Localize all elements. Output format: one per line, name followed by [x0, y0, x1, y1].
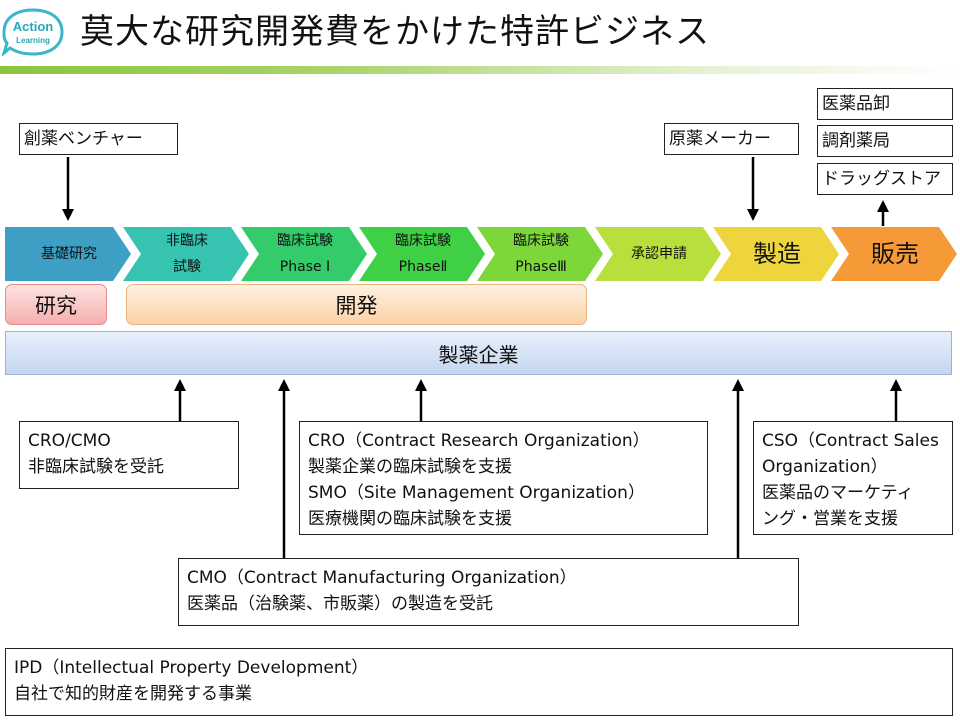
cso-title-1: CSO（Contract Sales — [762, 431, 939, 451]
smo-desc: 医療機関の臨床試験を支援 — [308, 509, 512, 529]
cro-cmo-box: CRO/CMO 非臨床試験を受託 — [19, 421, 239, 489]
cro-cmo-title: CRO/CMO — [28, 431, 111, 451]
cro-smo-box: CRO（Contract Research Organization） 製薬企業… — [299, 421, 708, 535]
drugstore-box: ドラッグストア — [817, 163, 953, 195]
pharmacy-box: 調剤薬局 — [817, 125, 953, 157]
cro-title: CRO（Contract Research Organization） — [308, 431, 650, 451]
cso-title-2: Organization） — [762, 457, 888, 477]
stage-label: 承認申請 — [631, 246, 687, 262]
stage-sales: 販売 — [848, 226, 942, 282]
logo-text-action: Action — [13, 19, 54, 34]
cso-desc-2: ング・営業を支援 — [762, 509, 898, 529]
cso-desc-1: 医薬品のマーケティ — [762, 483, 914, 503]
cmo-box: CMO（Contract Manufacturing Organization）… — [178, 558, 799, 626]
page-title: 莫大な研究開発費をかけた特許ビジネス — [80, 12, 710, 52]
stage-chevron — [477, 227, 603, 281]
stage-label: Phase Ⅰ — [279, 259, 331, 275]
action-learning-logo: Action Learning — [2, 8, 64, 56]
stage-label: 製造 — [753, 240, 801, 268]
pharma-company-bar: 製薬企業 — [5, 331, 952, 375]
development-bar: 開発 — [126, 284, 587, 325]
ipd-title: IPD（Intellectual Property Development） — [14, 658, 369, 678]
stage-approval: 承認申請 — [612, 226, 706, 282]
stage-chevron — [123, 227, 249, 281]
api-maker-box: 原薬メーカー — [664, 123, 799, 155]
ipd-box: IPD（Intellectual Property Development） 自… — [5, 648, 953, 716]
ipd-desc: 自社で知的財産を開発する事業 — [14, 684, 252, 704]
cso-box: CSO（Contract Sales Organization） 医薬品のマーケ… — [753, 421, 953, 535]
smo-title: SMO（Site Management Organization） — [308, 483, 645, 503]
stage-label: 非臨床 — [166, 233, 208, 249]
stage-phase2: 臨床試験 PhaseⅡ — [376, 226, 470, 282]
stage-phase1: 臨床試験 Phase Ⅰ — [258, 226, 352, 282]
stage-label: 臨床試験 — [395, 233, 451, 249]
stage-chevron — [831, 227, 957, 281]
stage-chevron — [359, 227, 485, 281]
wholesaler-box: 医薬品卸 — [817, 88, 953, 120]
cro-desc: 製薬企業の臨床試験を支援 — [308, 457, 512, 477]
stage-label: PhaseⅢ — [515, 259, 567, 275]
stage-chevron — [5, 227, 131, 281]
stage-manufacturing: 製造 — [730, 226, 824, 282]
stage-phase3: 臨床試験 PhaseⅢ — [494, 226, 588, 282]
stage-basic-research: 基礎研究 — [22, 226, 116, 282]
venture-box: 創薬ベンチャー — [19, 123, 178, 155]
cro-cmo-desc: 非臨床試験を受託 — [28, 457, 164, 477]
stage-label: 試験 — [173, 259, 201, 275]
process-chevrons — [5, 227, 957, 281]
title-underline — [0, 66, 960, 74]
stage-label: 販売 — [871, 240, 919, 268]
cmo-desc: 医薬品（治験薬、市販薬）の製造を受託 — [187, 594, 493, 614]
stage-chevron — [241, 227, 367, 281]
cmo-title: CMO（Contract Manufacturing Organization） — [187, 568, 577, 588]
stage-nonclinical: 非臨床 試験 — [140, 226, 234, 282]
stage-label: 臨床試験 — [277, 233, 333, 249]
stage-label: 臨床試験 — [513, 233, 569, 249]
stage-chevron — [713, 227, 839, 281]
stage-label: PhaseⅡ — [398, 259, 448, 275]
stage-chevron — [595, 227, 721, 281]
stage-label: 基礎研究 — [41, 246, 97, 262]
research-bar: 研究 — [5, 284, 107, 325]
logo-text-learning: Learning — [16, 36, 50, 45]
